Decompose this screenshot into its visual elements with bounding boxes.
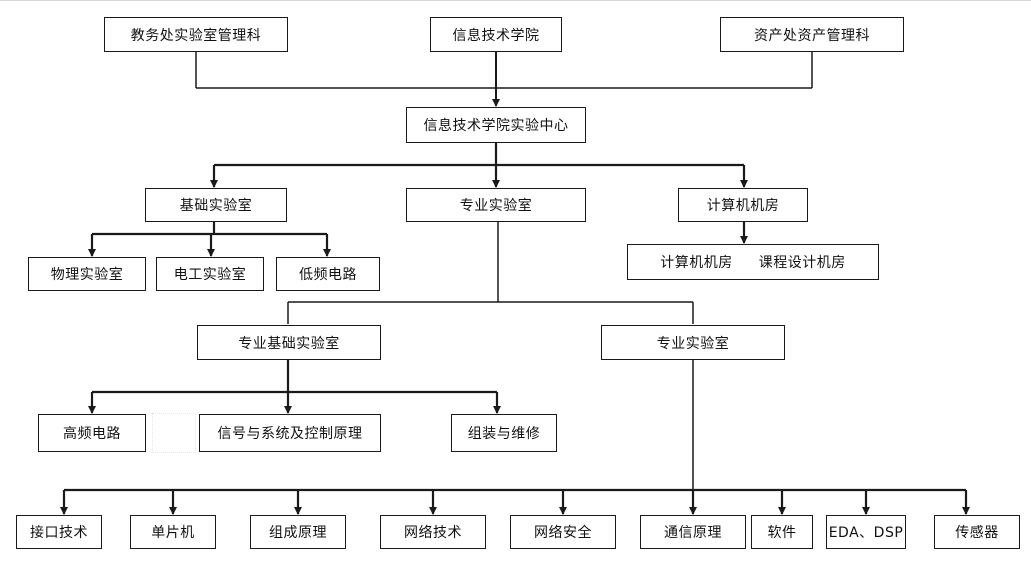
node-label: 接口技术 bbox=[30, 525, 88, 541]
node-label: 传感器 bbox=[955, 525, 999, 541]
node-label: 信号与系统及控制原理 bbox=[217, 426, 363, 442]
node-software: 软件 bbox=[751, 515, 813, 549]
node-label: 专业实验室 bbox=[459, 198, 533, 214]
node-label: 信息技术学院实验中心 bbox=[423, 118, 569, 134]
node-label: 网络技术 bbox=[404, 525, 462, 541]
node-label: 资产处资产管理科 bbox=[754, 27, 870, 44]
node-label: 电工实验室 bbox=[173, 267, 247, 283]
faint-artifact bbox=[152, 413, 196, 453]
node-high-freq-circuit: 高频电路 bbox=[38, 414, 146, 452]
node-label: 基础实验室 bbox=[179, 198, 253, 214]
node-label-computer-room: 计算机机房 bbox=[660, 255, 733, 271]
node-label: 低频电路 bbox=[299, 267, 357, 283]
node-info-college: 信息技术学院 bbox=[430, 17, 562, 52]
node-computer-room-group: 计算机机房 课程设计机房 bbox=[627, 244, 879, 280]
node-major-lab-mid: 专业实验室 bbox=[601, 325, 785, 360]
node-label: 通信原理 bbox=[664, 525, 722, 541]
node-asset-office: 资产处资产管理科 bbox=[720, 17, 904, 52]
node-dean-office: 教务处实验室管理科 bbox=[104, 17, 288, 52]
node-eda-dsp: EDA、DSP bbox=[826, 515, 906, 549]
node-label: 单片机 bbox=[151, 525, 195, 541]
node-label: 网络安全 bbox=[534, 525, 592, 541]
node-label: 专业实验室 bbox=[656, 335, 730, 352]
node-label: EDA、DSP bbox=[828, 525, 904, 541]
node-single-chip: 单片机 bbox=[130, 515, 216, 549]
node-label: 组成原理 bbox=[269, 525, 327, 541]
node-major-lab-top: 专业实验室 bbox=[406, 188, 586, 222]
top-border bbox=[0, 0, 1031, 1]
node-label: 教务处实验室管理科 bbox=[130, 27, 262, 44]
node-composition-principle: 组成原理 bbox=[250, 515, 346, 549]
node-label: 信息技术学院 bbox=[452, 27, 540, 44]
node-lab-center: 信息技术学院实验中心 bbox=[406, 107, 586, 143]
node-label: 物理实验室 bbox=[50, 267, 124, 283]
node-label: 专业基础实验室 bbox=[238, 335, 340, 352]
node-label-course-design-room: 课程设计机房 bbox=[758, 255, 846, 271]
node-electrical-lab: 电工实验室 bbox=[156, 257, 264, 291]
node-signal-control: 信号与系统及控制原理 bbox=[199, 414, 381, 452]
node-sensor: 传感器 bbox=[934, 515, 1020, 549]
node-interface-tech: 接口技术 bbox=[16, 515, 102, 549]
node-communication-principle: 通信原理 bbox=[640, 515, 746, 549]
node-assembly-repair: 组装与维修 bbox=[451, 414, 557, 452]
node-basic-lab: 基础实验室 bbox=[145, 188, 287, 222]
node-label: 组装与维修 bbox=[467, 426, 541, 442]
node-major-basic-lab: 专业基础实验室 bbox=[197, 325, 381, 360]
node-computer-room: 计算机机房 bbox=[678, 188, 808, 222]
node-label: 高频电路 bbox=[63, 426, 121, 442]
node-label: 计算机机房 bbox=[706, 198, 780, 214]
node-low-freq-circuit: 低频电路 bbox=[276, 257, 380, 291]
node-physics-lab: 物理实验室 bbox=[28, 257, 146, 291]
node-label: 软件 bbox=[767, 525, 797, 541]
node-network-security: 网络安全 bbox=[510, 515, 616, 549]
node-network-tech: 网络技术 bbox=[380, 515, 486, 549]
